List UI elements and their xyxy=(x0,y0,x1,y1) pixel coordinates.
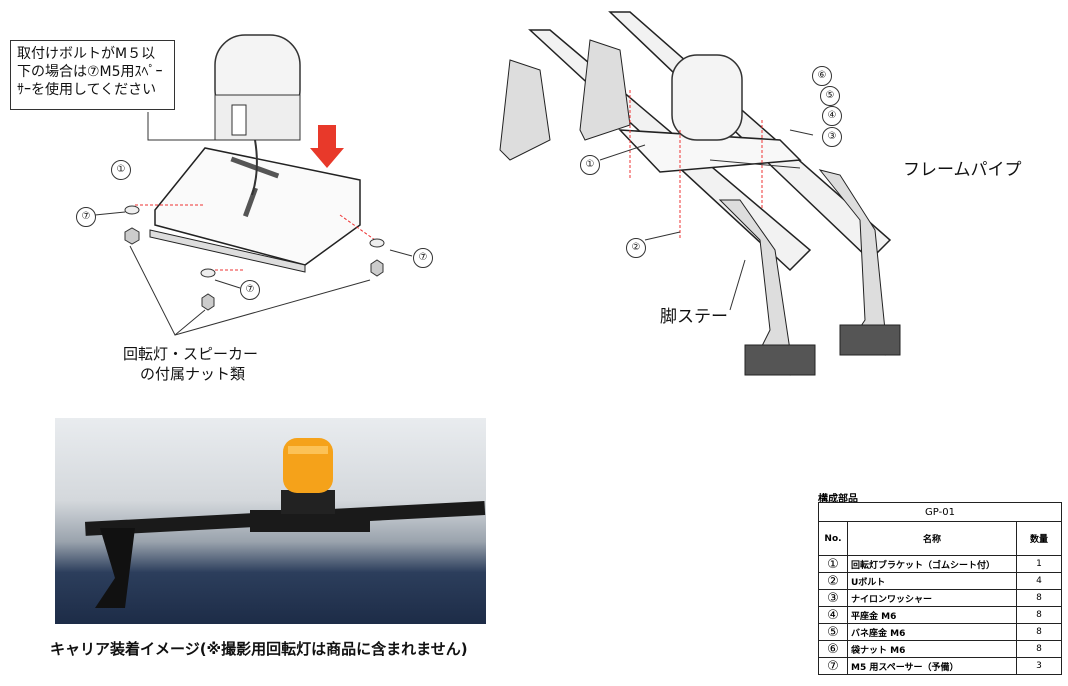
part-qty: 3 xyxy=(1016,657,1062,675)
parts-table-title: 構成部品 xyxy=(818,494,858,505)
part-no: ② xyxy=(818,572,848,590)
callout-2: ② xyxy=(626,238,646,258)
part-name: 平座金 M6 xyxy=(847,606,1017,624)
part-name: Uボルト xyxy=(847,572,1017,590)
part-qty: 8 xyxy=(1016,589,1062,607)
spacer-note: 取付けボルトがM５以下の場合は⑦M5用ｽﾍﾟｰｻｰを使用してください xyxy=(10,40,175,110)
part-no: ③ xyxy=(818,589,848,607)
part-qty: 8 xyxy=(1016,640,1062,658)
part-no: ④ xyxy=(818,606,848,624)
carrier-photo xyxy=(55,418,486,624)
callout-5: ⑤ xyxy=(820,86,840,106)
header-name: 名称 xyxy=(847,521,1017,556)
part-no: ⑦ xyxy=(818,657,848,675)
leg-stay-label: 脚ステー xyxy=(660,307,728,327)
bracket-diagram xyxy=(94,34,413,336)
carrier-diagram xyxy=(499,11,901,376)
callout-6: ⑥ xyxy=(812,66,832,86)
header-no: No. xyxy=(818,521,848,556)
callout-7: ⑦ xyxy=(413,248,433,268)
down-arrow-icon xyxy=(310,125,344,168)
part-name: 回転灯ブラケット（ゴムシート付） xyxy=(847,555,1017,573)
part-name: M5 用スペーサー（予備） xyxy=(847,657,1017,675)
part-qty: 8 xyxy=(1016,606,1062,624)
callout-7: ⑦ xyxy=(240,280,260,300)
nuts-label-2: の付属ナット類 xyxy=(140,365,246,383)
model-cell: GP-01 xyxy=(818,502,1062,522)
part-no: ⑥ xyxy=(818,640,848,658)
callout-1: ① xyxy=(111,160,131,180)
part-qty: 8 xyxy=(1016,623,1062,641)
part-qty: 4 xyxy=(1016,572,1062,590)
callout-7: ⑦ xyxy=(76,207,96,227)
callout-3: ③ xyxy=(822,127,842,147)
part-name: 袋ナット M6 xyxy=(847,640,1017,658)
frame-pipe-label: フレームパイプ xyxy=(903,160,1022,180)
photo-caption: キャリア装着イメージ(※撮影用回転灯は商品に含まれません) xyxy=(50,640,468,658)
header-qty: 数量 xyxy=(1016,521,1062,556)
nuts-label: 回転灯・スピーカー xyxy=(123,345,259,363)
part-qty: 1 xyxy=(1016,555,1062,573)
part-name: ナイロンワッシャー xyxy=(847,589,1017,607)
callout-4: ④ xyxy=(822,106,842,126)
callout-1: ① xyxy=(580,155,600,175)
part-name: バネ座金 M6 xyxy=(847,623,1017,641)
part-no: ⑤ xyxy=(818,623,848,641)
part-no: ① xyxy=(818,555,848,573)
